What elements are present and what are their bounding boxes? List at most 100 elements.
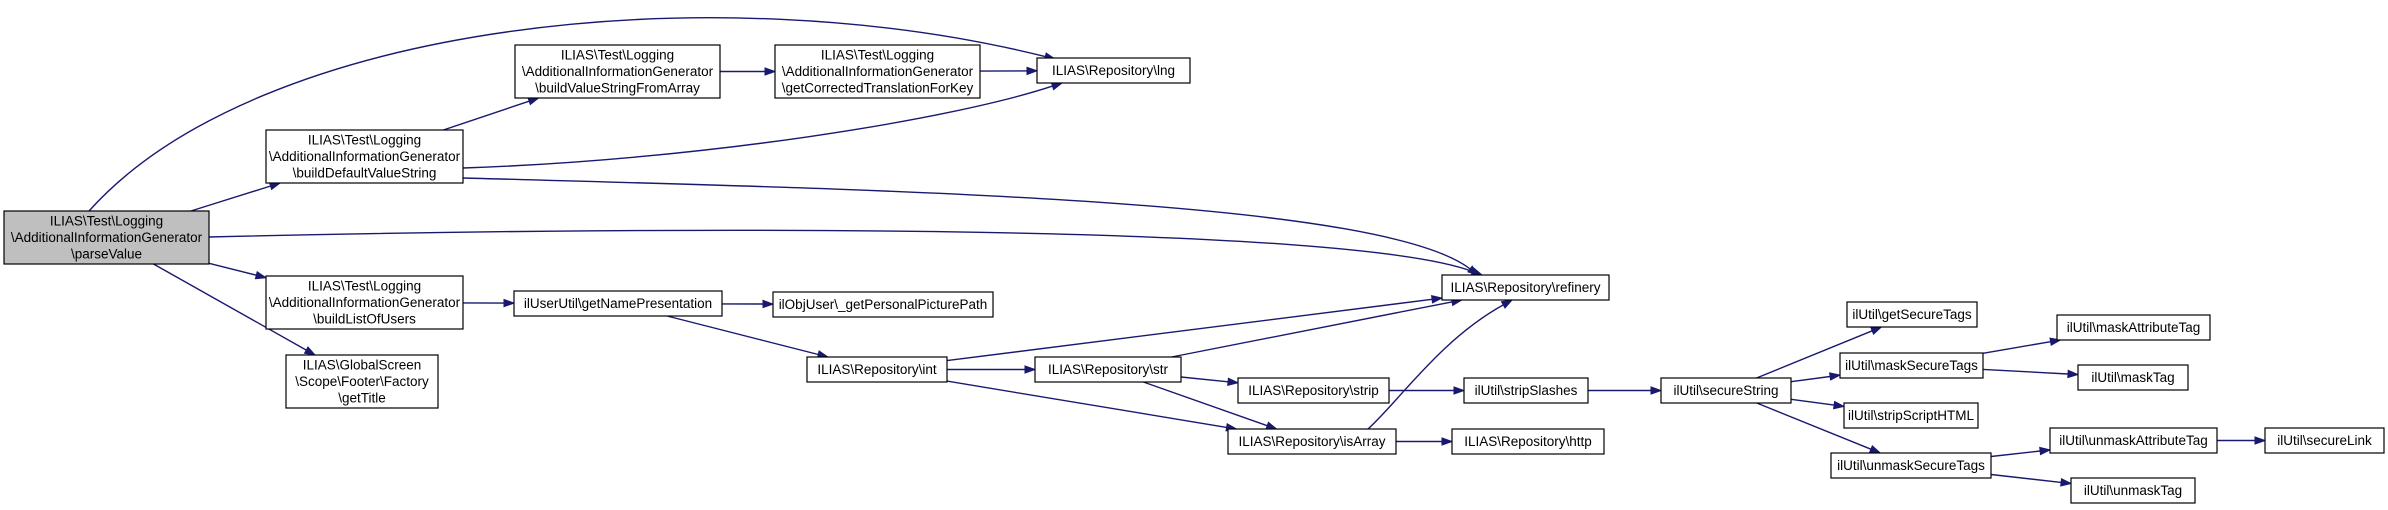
edge-line <box>1171 301 1453 358</box>
node-box <box>1843 402 1979 429</box>
edge-line <box>1790 398 1835 406</box>
node-box <box>2077 364 2189 391</box>
node-http[interactable]: ILIAS\Repository\http <box>1451 428 1605 455</box>
node-build-value-string-from-array[interactable]: ILIAS\Test\Logging\AdditionalInformation… <box>514 44 721 99</box>
edge-line <box>208 229 1473 273</box>
edge-line <box>208 262 257 276</box>
edge-arrowhead <box>1050 82 1064 91</box>
node-strip-slashes[interactable]: ilUtil\stripSlashes <box>1463 377 1589 404</box>
node-label: \AdditionalInformationGenerator <box>11 230 203 245</box>
node-label: ILIAS\Repository\int <box>817 362 937 377</box>
node-box <box>285 354 439 409</box>
edge-parse-value-to-refinery <box>208 229 1484 276</box>
edge-arrowhead <box>764 67 777 76</box>
node-get-secure-tags[interactable]: ilUtil\getSecureTags <box>1846 301 1978 328</box>
node-box <box>514 44 721 99</box>
edge-arrowhead <box>1441 437 1454 446</box>
edge-unmask-attribute-tag-to-secure-link <box>2217 436 2267 445</box>
edge-arrowhead <box>254 270 268 280</box>
node-label: ilUtil\secureString <box>1673 383 1778 398</box>
node-label: \getTitle <box>338 390 386 405</box>
node-secure-link[interactable]: ilUtil\secureLink <box>2264 427 2385 454</box>
edge-arrowhead <box>1431 295 1444 304</box>
node-box <box>1036 57 1191 84</box>
node-str[interactable]: ILIAS\Repository\str <box>1034 356 1182 383</box>
edge-arrowhead <box>1227 377 1240 386</box>
node-parse-value[interactable]: ILIAS\Test\Logging\AdditionalInformation… <box>3 210 210 265</box>
edge-line <box>1982 368 2069 375</box>
edge-line <box>443 100 530 131</box>
edge-line <box>1990 450 2041 458</box>
edge-strip-to-strip-slashes <box>1389 386 1466 395</box>
edge-arrowhead <box>268 182 282 191</box>
node-get-corrected-translation-for-key[interactable]: ILIAS\Test\Logging\AdditionalInformation… <box>774 44 981 99</box>
edge-parse-value-to-build-default-value-string <box>190 182 282 212</box>
node-get-title[interactable]: ILIAS\GlobalScreen \Scope\Footer\Factory\… <box>285 354 439 409</box>
edge-get-corrected-translation-for-key-to-lng <box>979 66 1039 76</box>
graph-nodes: ILIAS\Test\Logging\AdditionalInformation… <box>3 44 2385 504</box>
node-secure-string[interactable]: ilUtil\secureString <box>1660 377 1792 404</box>
edge-line <box>946 298 1433 362</box>
node-unmask-secure-tags[interactable]: ilUtil\unmaskSecureTags <box>1830 452 1992 479</box>
node-mask-attribute-tag[interactable]: ilUtil\maskAttributeTag <box>2056 314 2211 341</box>
edge-arrowhead <box>527 97 540 106</box>
node-refinery[interactable]: ILIAS\Repository\refinery <box>1441 274 1610 301</box>
node-build-list-of-users[interactable]: ILIAS\Test\Logging\AdditionalInformation… <box>265 275 464 330</box>
node-label: ilUtil\unmaskTag <box>2084 483 2182 498</box>
node-box <box>1034 356 1182 383</box>
node-int[interactable]: ILIAS\Repository\int <box>806 356 948 383</box>
node-label: \Scope\Footer\Factory <box>295 374 429 389</box>
edge-build-default-value-string-to-build-value-string-from-array <box>443 97 540 131</box>
node-get-name-presentation[interactable]: ilUserUtil\getNamePresentation <box>513 290 723 317</box>
edge-parse-value-to-build-list-of-users <box>208 262 268 280</box>
node-label: ilUtil\stripSlashes <box>1475 383 1578 398</box>
node-unmask-attribute-tag[interactable]: ilUtil\unmaskAttributeTag <box>2049 427 2218 454</box>
node-strip[interactable]: ILIAS\Repository\strip <box>1237 377 1390 404</box>
edge-arrowhead <box>1453 386 1466 395</box>
node-label: ilUtil\maskAttributeTag <box>2067 320 2201 335</box>
node-label: ILIAS\Repository\isArray <box>1238 434 1385 449</box>
node-label: \AdditionalInformationGenerator <box>269 149 461 164</box>
node-box <box>2264 427 2385 454</box>
edge-line <box>462 85 1053 169</box>
node-label: ILIAS\Repository\lng <box>1052 63 1175 78</box>
edge-arrowhead <box>503 298 516 308</box>
node-is-array[interactable]: ILIAS\Repository\isArray <box>1227 428 1397 455</box>
node-box <box>1660 377 1792 404</box>
node-label: ILIAS\GlobalScreen <box>303 357 422 372</box>
edge-line <box>946 380 1227 429</box>
edge-parse-value-to-get-title <box>153 263 317 356</box>
node-mask-secure-tags[interactable]: ilUtil\maskSecureTags <box>1839 352 1984 379</box>
node-box <box>1830 452 1992 479</box>
node-mask-tag[interactable]: ilUtil\maskTag <box>2077 364 2189 391</box>
node-label: ilUtil\secureLink <box>2277 433 2372 448</box>
edge-arrowhead <box>1868 445 1882 454</box>
node-build-default-value-string[interactable]: ILIAS\Test\Logging\AdditionalInformation… <box>265 129 464 184</box>
node-label: ILIAS\Repository\str <box>1048 362 1169 377</box>
node-unmask-tag[interactable]: ilUtil\unmaskTag <box>2070 477 2196 504</box>
node-label: ilUtil\unmaskSecureTags <box>1837 458 1985 473</box>
node-label: ilUtil\unmaskAttributeTag <box>2059 433 2208 448</box>
graph-edges <box>88 17 2267 487</box>
edge-arrowhead <box>303 346 317 356</box>
node-box <box>2049 427 2218 454</box>
node-label: \AdditionalInformationGenerator <box>522 64 714 79</box>
node-box <box>1451 428 1605 455</box>
node-label: ilUserUtil\getNamePresentation <box>524 296 712 311</box>
edge-arrowhead <box>1265 421 1278 430</box>
node-label: \buildListOfUsers <box>313 311 416 326</box>
edge-unmask-secure-tags-to-unmask-tag <box>1990 473 2073 487</box>
edge-arrowhead <box>2067 369 2080 379</box>
edge-int-to-is-array <box>946 380 1238 432</box>
node-box <box>1227 428 1397 455</box>
node-lng[interactable]: ILIAS\Repository\lng <box>1036 57 1191 84</box>
edge-str-to-refinery <box>1171 297 1464 358</box>
node-strip-script-html[interactable]: ilUtil\stripScriptHTML <box>1843 402 1979 429</box>
edge-arrowhead <box>1024 365 1037 374</box>
edge-line <box>1756 330 1873 379</box>
edge-int-to-str <box>947 365 1037 374</box>
node-get-personal-picture-path[interactable]: ilObjUser\_getPersonalPicturePath <box>772 291 994 318</box>
node-label: \buildDefaultValueString <box>293 165 437 180</box>
edge-secure-string-to-mask-secure-tags <box>1790 372 1842 383</box>
edge-line <box>88 17 1046 212</box>
